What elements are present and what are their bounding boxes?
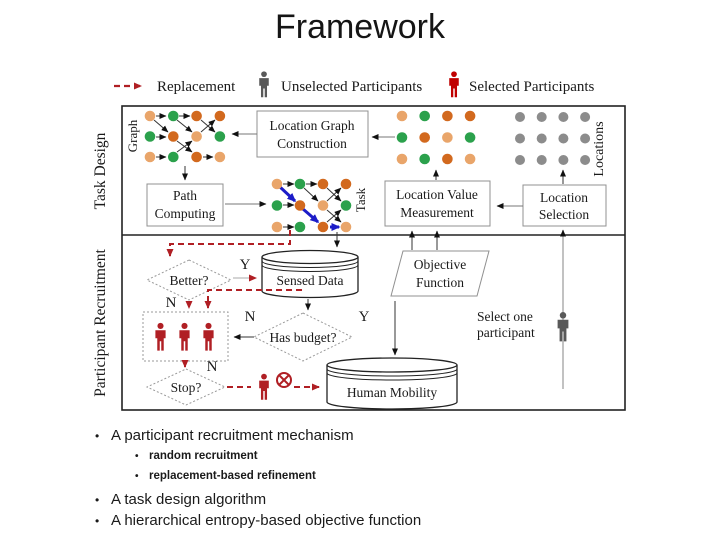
bullet-list: • A participant recruitment mechanism • … <box>95 426 675 532</box>
list-item: • A hierarchical entropy-based objective… <box>95 511 675 531</box>
locations-grid <box>515 112 591 165</box>
bullet-icon: • <box>135 471 139 482</box>
stop-label: Stop? <box>171 380 202 395</box>
location-graph-construction-box <box>256 110 369 158</box>
lgc-label-1: Location Graph <box>269 118 354 133</box>
pc-label-2: Computing <box>155 206 216 221</box>
task-label: Task <box>353 187 368 212</box>
pc-label-1: Path <box>173 188 197 203</box>
better-label: Better? <box>170 273 209 288</box>
list-item: • replacement-based refinement <box>135 467 675 486</box>
budget-yes-label: Y <box>359 309 370 325</box>
of-label-1: Objective <box>414 257 466 272</box>
human-mobility-store: Human Mobility <box>326 357 458 410</box>
lvm-label-1: Location Value <box>396 187 478 202</box>
bullet-text: A task design algorithm <box>111 491 267 508</box>
page-title: Framework <box>274 8 446 46</box>
bullet-icon: • <box>95 429 100 443</box>
has-budget-decision <box>252 312 354 362</box>
sensed-data-store: Sensed Data <box>261 249 359 299</box>
objective-function-shape <box>390 250 490 297</box>
legend: Replacement Unselected Participants Sele… <box>114 71 595 98</box>
bullet-text: A hierarchical entropy-based objective f… <box>111 512 422 529</box>
framework-diagram: Replacement Unselected Participants Sele… <box>92 71 626 411</box>
ls-label-2: Selection <box>539 207 589 222</box>
selected-participant-icon <box>179 322 190 351</box>
better-yes-label: Y <box>240 257 251 273</box>
section-participant-recruitment-label: Participant Recruitment <box>92 248 109 396</box>
has-budget-label: Has budget? <box>269 330 336 345</box>
task-edges <box>283 181 342 230</box>
task-path <box>278 185 341 231</box>
diagram-border <box>121 105 626 411</box>
better-no-label: N <box>166 295 177 311</box>
stop-no-label: N <box>207 359 218 375</box>
path-computing-box <box>146 183 224 227</box>
bullet-icon: • <box>95 493 100 507</box>
unselected-participant-icon <box>259 71 269 98</box>
replacement-flows <box>166 230 302 309</box>
removed-participant-icon <box>259 373 269 400</box>
selected-participant-icon <box>155 322 166 351</box>
legend-selected-label: Selected Participants <box>469 79 595 95</box>
list-item: • A participant recruitment mechanism <box>95 426 675 446</box>
sensed-data-label: Sensed Data <box>276 273 343 288</box>
human-mobility-label: Human Mobility <box>347 385 438 400</box>
lgc-label-2: Construction <box>277 136 347 151</box>
bullet-text: random recruitment <box>149 450 258 462</box>
list-item: • A task design algorithm <box>95 490 675 510</box>
budget-no-label: N <box>245 309 256 325</box>
section-task-design-label: Task Design <box>92 132 109 209</box>
legend-unselected-label: Unselected Participants <box>281 79 422 95</box>
valued-locations-grid <box>396 110 476 165</box>
selected-participant-icon <box>203 322 214 351</box>
graph-label: Graph <box>125 119 140 152</box>
bullet-icon: • <box>95 514 100 528</box>
ls-label-1: Location <box>540 190 588 205</box>
list-item: • random recruitment <box>135 447 675 466</box>
graph-edges <box>153 113 216 160</box>
select-one-label-1: Select one <box>477 309 533 324</box>
location-value-measurement-box <box>384 180 491 227</box>
legend-replacement-label: Replacement <box>157 79 236 95</box>
select-one-label-2: participant <box>477 325 535 340</box>
lvm-label-2: Measurement <box>400 205 474 220</box>
of-label-2: Function <box>416 275 464 290</box>
bullet-icon: • <box>135 451 139 462</box>
graph-nodes <box>144 110 226 163</box>
bullet-text: replacement-based refinement <box>149 470 316 482</box>
remove-icon <box>276 372 292 388</box>
stop-decision <box>145 368 227 406</box>
locations-label: Locations <box>592 121 607 176</box>
bullet-text: A participant recruitment mechanism <box>111 427 354 444</box>
task-nodes <box>271 178 352 233</box>
selected-participant-icon <box>449 71 459 98</box>
